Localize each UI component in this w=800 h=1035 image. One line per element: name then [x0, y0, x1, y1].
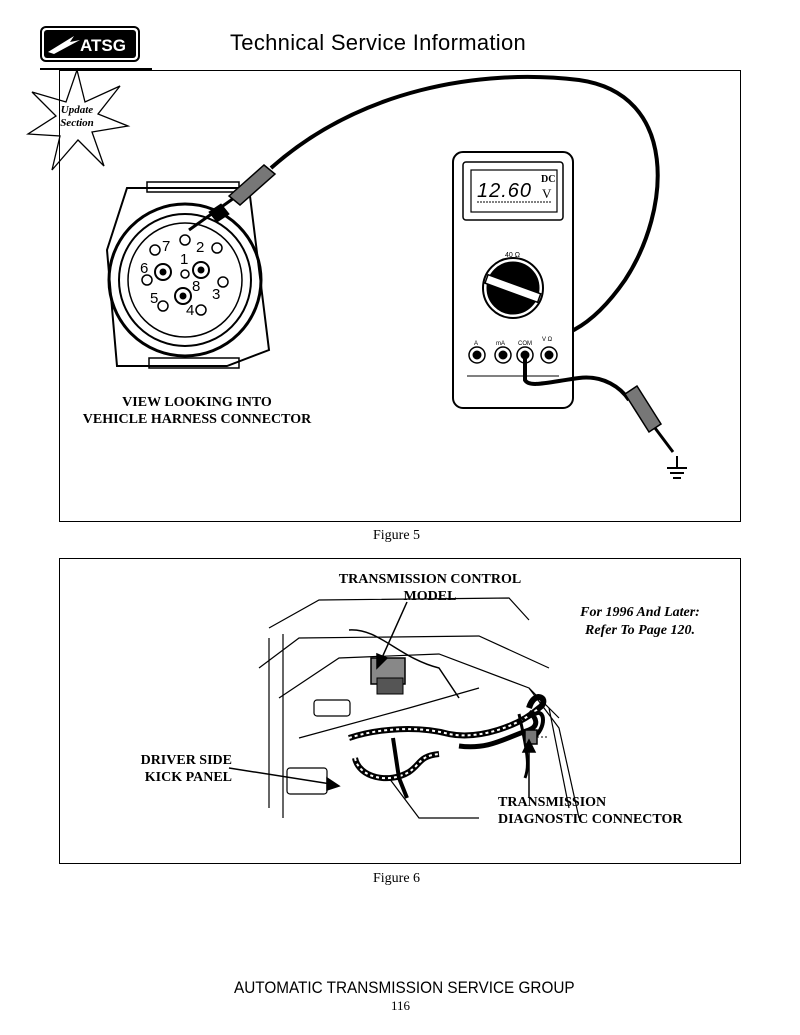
tcm-label-line2: MODEL [403, 589, 457, 604]
kick-label-line2: KICK PANEL [144, 770, 232, 785]
pin-label-5: 5 [150, 290, 159, 307]
red-probe [188, 164, 277, 232]
figure5-illustration [105, 74, 687, 479]
pin-label-4: 4 [186, 302, 195, 319]
tcm-label: TRANSMISSION CONTROL MODEL [310, 571, 550, 605]
black-probe [623, 384, 675, 453]
pin-label-8: 8 [192, 278, 201, 295]
diagnostic-connector-label: TRANSMISSION DIAGNOSTIC CONNECTOR [498, 794, 708, 828]
meter-jack-ma: mA [496, 341, 505, 347]
meter-jack-v-ohm: V Ω [542, 337, 553, 343]
update-section-badge: Update Section [22, 66, 132, 174]
ground-symbol [667, 456, 687, 479]
badge-line2: Section [60, 117, 94, 129]
page-title: Technical Service Information [230, 30, 527, 55]
meter-reading: 12.60 [477, 180, 533, 202]
meter-mode: DC [541, 174, 556, 185]
multimeter [452, 151, 574, 409]
atsg-logo: ATSG [40, 26, 140, 62]
connector-view-label: VIEW LOOKING INTO VEHICLE HARNESS CONNEC… [68, 394, 326, 428]
connector-label-line2: VEHICLE HARNESS CONNECTOR [82, 412, 312, 427]
later-model-note: For 1996 And Later: Refer To Page 120. [560, 604, 720, 640]
dashboard-lines [258, 597, 580, 819]
figure5-caption: Figure 5 [373, 528, 421, 543]
header-rule [40, 68, 152, 70]
figure6-caption: Figure 6 [373, 871, 421, 886]
meter-unit: V [542, 186, 552, 201]
meter-dial-label: 40 Ω [505, 252, 520, 259]
badge-line1: Update [60, 104, 94, 116]
footer-org: AUTOMATIC TRANSMISSION SERVICE GROUP [234, 978, 575, 997]
page-number: 116 [391, 998, 411, 1013]
meter-jack-com: COM [518, 341, 532, 347]
note-line2: Refer To Page 120. [585, 623, 695, 638]
figure6-illustration [228, 597, 580, 819]
pin-label-2: 2 [196, 239, 205, 256]
svg-text:ATSG: ATSG [80, 36, 126, 55]
meter-jack-a: A [474, 341, 479, 347]
pin-label-1: 1 [180, 251, 189, 268]
pin-label-6: 6 [140, 260, 149, 277]
tcm-module [348, 629, 460, 699]
red-test-lead [269, 74, 660, 344]
connector-label-line1: VIEW LOOKING INTO [122, 395, 272, 410]
diag-label-line2: DIAGNOSTIC CONNECTOR [498, 812, 683, 827]
figure5-frame [59, 70, 741, 522]
tcm-label-line1: TRANSMISSION CONTROL [338, 572, 522, 587]
pin-label-3: 3 [212, 286, 221, 303]
wiring-harness [348, 694, 547, 799]
black-test-lead [523, 355, 631, 402]
diag-label-line1: TRANSMISSION [498, 795, 607, 810]
note-line1: For 1996 And Later: [580, 605, 700, 620]
leader-lines [228, 601, 537, 798]
harness-connector [105, 181, 271, 369]
kick-panel-label: DRIVER SIDE KICK PANEL [112, 752, 232, 786]
kick-label-line1: DRIVER SIDE [140, 753, 232, 768]
pin-label-7: 7 [162, 238, 171, 255]
figure6-frame [59, 558, 741, 864]
